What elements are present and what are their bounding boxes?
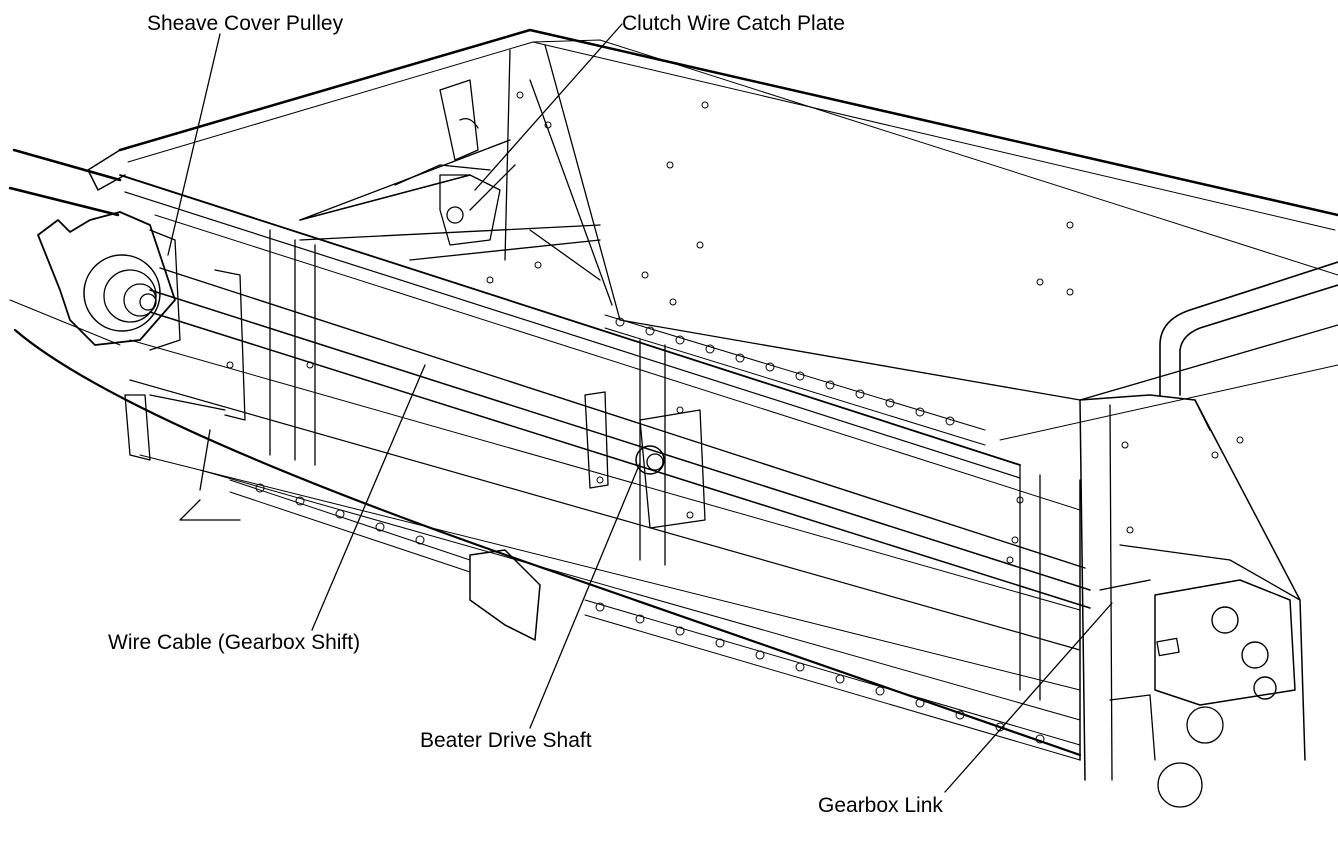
wire-cable-drawing bbox=[160, 268, 1085, 568]
leader-lines bbox=[168, 24, 1112, 792]
front-beam bbox=[10, 175, 1080, 760]
chain-links bbox=[616, 318, 954, 425]
lower-chain bbox=[230, 480, 1080, 760]
label-clutch-wire-catch-plate: Clutch Wire Catch Plate bbox=[622, 12, 845, 35]
label-wire-cable-gearbox-shift: Wire Cable (Gearbox Shift) bbox=[108, 631, 361, 654]
lower-bracket bbox=[180, 430, 540, 640]
gearbox-assembly bbox=[1080, 395, 1305, 807]
upper-chain bbox=[605, 315, 985, 445]
label-sheave-cover-pulley: Sheave Cover Pulley bbox=[147, 12, 344, 35]
bolt-holes bbox=[227, 92, 1243, 563]
label-beater-drive-shaft: Beater Drive Shaft bbox=[420, 729, 592, 752]
leader-gearbox-link bbox=[945, 603, 1112, 792]
clutch-linkage bbox=[300, 80, 515, 245]
sheave-pulley-assembly bbox=[38, 212, 245, 460]
leader-wire-cable-gearbox-shift bbox=[312, 365, 425, 630]
hopper-body bbox=[10, 30, 1338, 440]
beater-drive-shaft-drawing bbox=[150, 290, 1090, 608]
label-gearbox-link: Gearbox Link bbox=[818, 794, 943, 817]
leader-sheave-cover-pulley bbox=[168, 34, 220, 255]
leader-clutch-wire-catch-plate bbox=[475, 24, 622, 190]
leader-beater-drive-shaft bbox=[530, 463, 640, 728]
